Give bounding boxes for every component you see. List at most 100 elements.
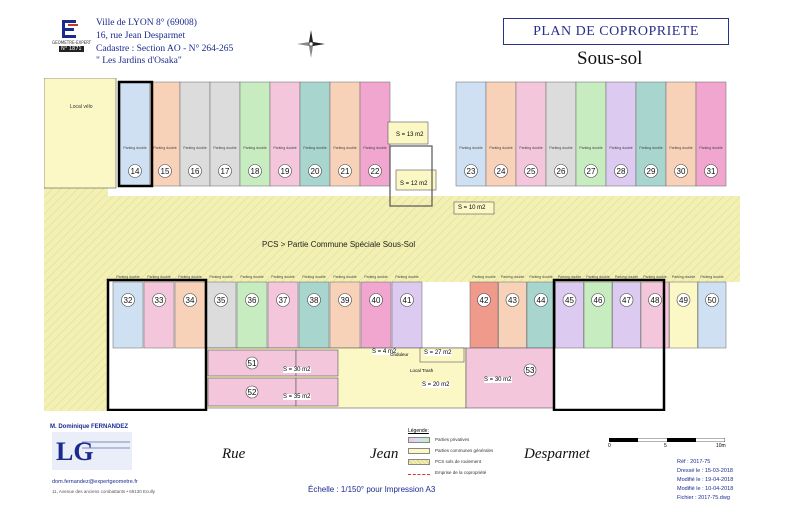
ref-line: Fichier : 2017-75.dwg [677,495,730,501]
service-room-12 [395,169,437,191]
lot-number-41: 41 [403,296,412,305]
lot-number-circle [188,164,202,178]
lot-number-circle [307,293,321,307]
parking-caption: Parking double [153,146,176,150]
lot-number-circle [121,293,135,307]
parking-caption: Parking double [183,146,206,150]
lot-number-circle [619,293,634,307]
compass-rose-icon [297,30,325,58]
parking-space-37 [267,281,299,349]
cellar-number-53: 53 [526,366,535,375]
lot-number-circle [248,164,262,178]
lot-number-circle [614,164,628,178]
plan-title: PLAN DE COPROPRIETE [503,18,729,45]
lot-number-23: 23 [467,167,476,176]
lot-number-circle [368,164,382,178]
svg-text:LG: LG [56,437,94,466]
lot-number-circle [278,164,292,178]
street-word-2: Jean [370,446,399,462]
ref-line: Modifié le : 10-04-2018 [677,486,734,492]
area-12: S = 12 m2 [400,181,428,187]
cellar-number-circle [523,363,537,377]
lot-number-49: 49 [679,296,688,305]
parking-caption: Parking double [558,275,581,279]
header-address: 16, rue Jean Desparmet [96,31,186,41]
parking-caption: Parking double [123,146,146,150]
parking-caption: Parking double [273,146,296,150]
parking-space-49 [669,281,698,349]
parking-space-32 [112,281,144,349]
parking-caption: Parking double [116,275,139,279]
plan-subtitle: Sous-sol [577,48,643,69]
parking-caption: Parking double [639,146,662,150]
lot-number-circle [704,164,718,178]
lot-number-circle [308,164,322,178]
onduleur-label: Onduleur [390,352,409,357]
area-13: S = 13 m2 [396,132,424,138]
lot-number-33: 33 [155,296,164,305]
legend-title: Légende: [408,428,429,434]
area-27: S = 27 m2 [424,350,452,356]
lot-number-48: 48 [651,296,660,305]
legend-item: Parties communes générales [408,445,493,456]
parking-caption: Parking double [672,275,695,279]
parking-caption: Parking double [519,146,542,150]
local-velo-label: Local vélo [70,104,93,110]
area-10: S = 10 m2 [458,205,486,211]
cellar-52-area: S = 35 m2 [283,394,311,400]
lot-number-circle [152,293,166,307]
lot-number-circle [524,164,538,178]
lot-number-15: 15 [161,167,170,176]
scale-start: 0 [608,443,611,449]
header-cadastre: Cadastre : Section AO - N° 264-265 [96,44,234,54]
lot-number-circle [591,293,605,307]
parking-caption: Parking double [364,275,387,279]
ref-line: Réf : 2017-75 [677,459,711,465]
lot-number-40: 40 [372,296,381,305]
parking-space-46 [583,281,613,349]
service-room-13 [387,121,429,145]
lot-number-30: 30 [677,167,686,176]
lot-number-circle [338,293,352,307]
parking-caption: Parking double [700,275,723,279]
lot-number-circle [554,164,568,178]
parking-caption: Parking double [579,146,602,150]
lot-number-44: 44 [537,296,546,305]
pcs-area [108,196,740,282]
lot-number-21: 21 [341,167,350,176]
lot-number-circle [477,293,491,307]
ref-line: Dressé le : 15-03-2018 [677,468,733,474]
lot-number-36: 36 [248,296,257,305]
lot-number-16: 16 [191,167,200,176]
ref-line: Modifié le : 19-04-2018 [677,477,734,483]
legend-item: Emprise de la copropriété [408,467,493,478]
lot-number-circle [505,293,520,307]
cellar-53-area: S = 30 m2 [484,377,512,383]
lot-number-circle [128,164,142,178]
parking-space-33 [143,281,175,349]
lot-number-24: 24 [497,167,506,176]
references: Réf : 2017-75 Dressé le : 15-03-2018 Mod… [677,458,733,503]
pcs-label: PCS > Partie Commune Spéciale Sous-Sol [262,240,416,249]
lot-number-34: 34 [186,296,195,305]
author-email[interactable]: dom.fernandez@expertgeometre.fr [52,479,138,485]
parking-space-40 [360,281,392,349]
parking-space-34 [174,281,206,349]
lot-number-circle [214,293,228,307]
cellar-51-area: S = 30 m2 [283,367,311,373]
parking-caption: Parking double [302,275,325,279]
lot-number-38: 38 [310,296,319,305]
geometre-logo-icon [62,20,78,38]
cellar-52 [207,377,297,407]
lot-45-48-border [552,278,666,411]
parking-caption: Parking double [333,146,356,150]
parking-caption: Parking double [178,275,201,279]
stair-block [389,145,433,207]
lot-number-circle [676,293,691,307]
parking-space-42 [469,281,499,349]
lot-number-37: 37 [279,296,288,305]
parking-caption: Parking double [669,146,692,150]
lot-number-47: 47 [622,296,631,305]
lot-number-circle [400,293,414,307]
legend-item: Parties privatives [408,434,493,445]
